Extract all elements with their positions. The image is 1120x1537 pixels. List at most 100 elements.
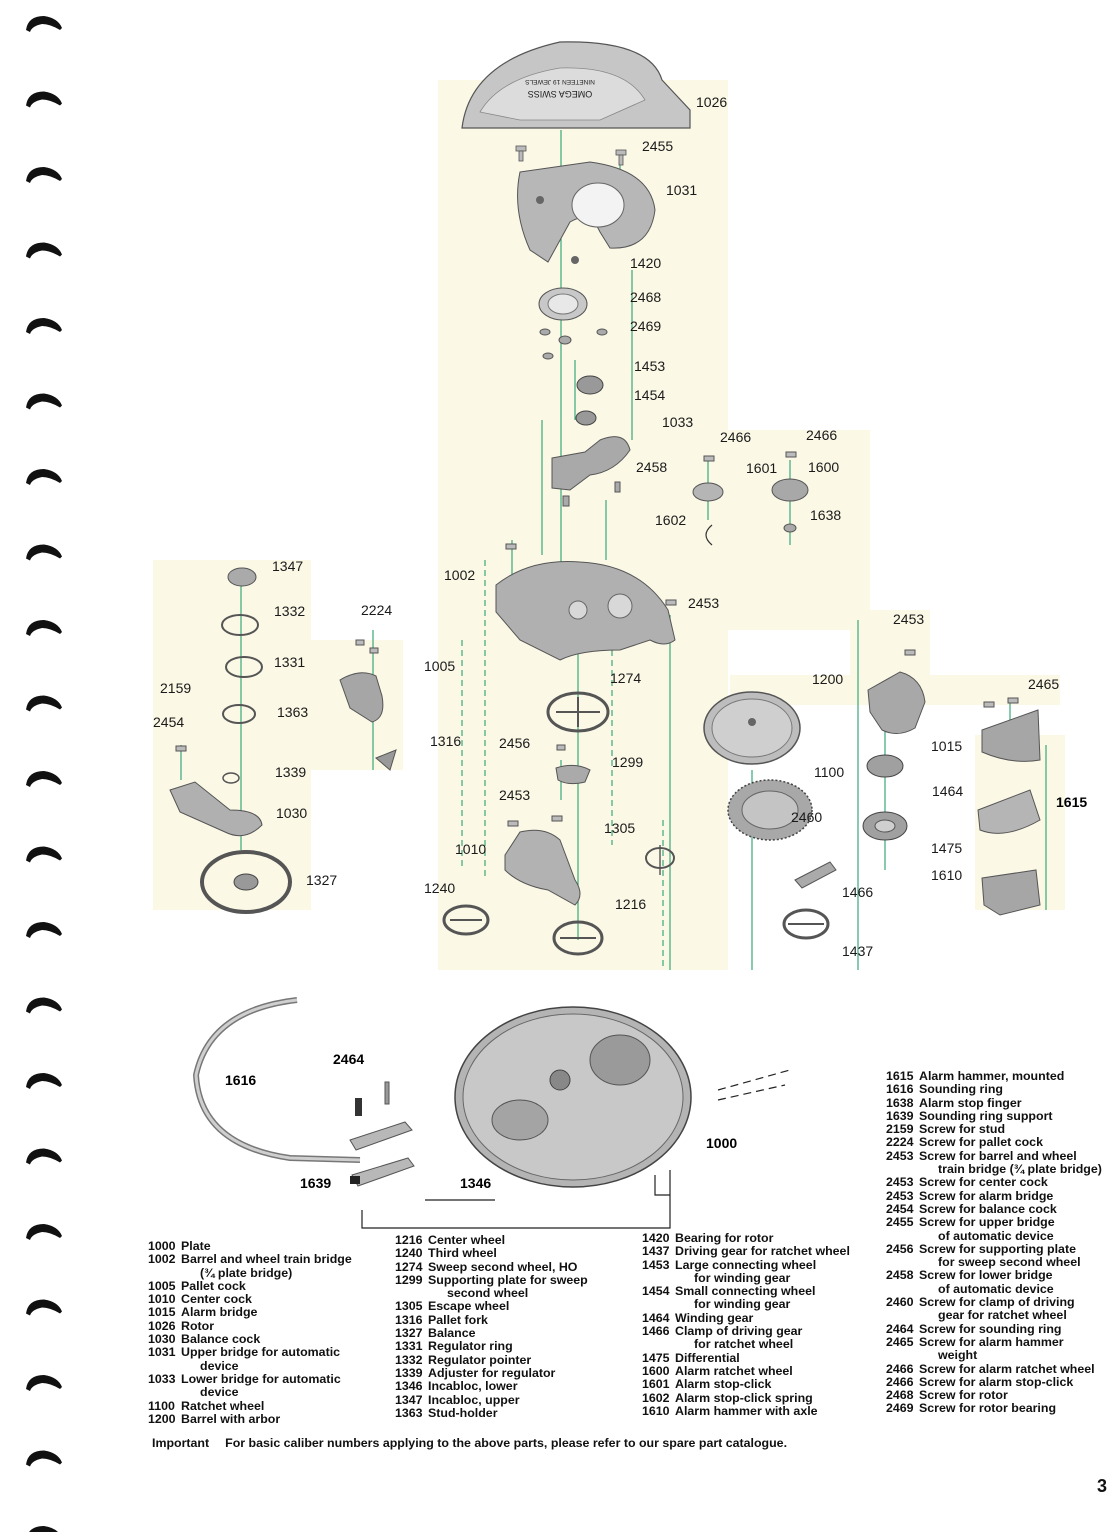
legend-item-number: 1316 — [395, 1312, 423, 1327]
legend-item-number: 1615 — [886, 1069, 914, 1083]
legend-item-number: 1600 — [642, 1363, 670, 1378]
legend-item-number: 1015 — [148, 1305, 176, 1320]
callout-1015: 1015 — [931, 738, 962, 754]
callout-2454: 2454 — [153, 714, 184, 730]
legend-item-number: 1453 — [642, 1257, 670, 1272]
legend-item-name: Screw for balance cock — [919, 1201, 1057, 1216]
movement-parts: OMEGA SWISS NINETEEN 19 JEWELS — [169, 41, 1041, 1229]
legend-item-name: Escape wheel — [428, 1299, 510, 1314]
callout-1437: 1437 — [842, 943, 873, 959]
legend-item-name: Screw for alarm bridge — [919, 1188, 1054, 1203]
legend-item-name: Winding gear — [675, 1310, 754, 1325]
legend-item-number: 1464 — [642, 1310, 670, 1325]
legend-item-name: Screw for pallet cock — [919, 1135, 1043, 1150]
callout-2455: 2455 — [642, 138, 673, 154]
callout-labels: 1026 2455 1031 1420 2468 2469 1453 1454 … — [153, 94, 1087, 1191]
legend-item-name: Regulator ring — [428, 1339, 513, 1354]
binding-hole-icon — [26, 846, 62, 863]
legend-item-number: 1420 — [642, 1231, 670, 1245]
callout-1420: 1420 — [630, 255, 661, 271]
callout-1010: 1010 — [455, 841, 486, 857]
callout-1346: 1346 — [460, 1175, 491, 1191]
legend-item-number: 1002 — [148, 1252, 176, 1267]
callout-1299: 1299 — [612, 754, 643, 770]
callout-1005: 1005 — [424, 658, 455, 674]
legend-item-name: Center wheel — [428, 1233, 506, 1247]
footnote-text: For basic caliber numbers applying to th… — [225, 1436, 788, 1450]
callout-1475: 1475 — [931, 840, 962, 856]
legend-item-number: 2159 — [886, 1122, 914, 1137]
legend-item-name: Barrel and wheel train bridge — [181, 1252, 352, 1267]
legend-item-name: Screw for sounding ring — [919, 1321, 1062, 1336]
legend-item-number: 1346 — [395, 1379, 423, 1394]
legend-item-number: 2453 — [886, 1148, 914, 1163]
legend-item-number: 1030 — [148, 1332, 176, 1347]
legend-item-name: Third wheel — [428, 1246, 497, 1261]
legend-item: 1216 Center wheel — [395, 1233, 588, 1247]
legend-item-name: Sweep second wheel, HO — [428, 1259, 578, 1274]
callout-1363: 1363 — [277, 704, 308, 720]
sounding-ring-part — [192, 997, 361, 1163]
legend-item-number: 1639 — [886, 1108, 914, 1123]
binding-hole-icon — [26, 997, 62, 1014]
legend-item-name: Pallet cock — [181, 1278, 246, 1293]
callout-2224: 2224 — [361, 602, 392, 618]
legend-item-number: 1347 — [395, 1392, 423, 1407]
connecting-wheels-part — [575, 375, 604, 426]
legend-item-name: Incabloc, upper — [428, 1392, 520, 1407]
legend-item-number: 1274 — [395, 1259, 423, 1274]
legend-item-number: 1332 — [395, 1352, 423, 1367]
legend-column-2: 1216 Center wheel 1240 Third wheel 1274 Sweep… — [395, 1233, 588, 1420]
binding-hole-icon — [26, 620, 62, 636]
winding-differential-part — [862, 754, 908, 841]
callout-1033: 1033 — [662, 414, 693, 430]
clamp-driving-gear-part — [782, 861, 837, 940]
binding-hole-icon — [26, 91, 62, 108]
binding-holes-svg — [26, 16, 62, 1537]
legend-item-number: 2466 — [886, 1374, 914, 1389]
binding-hole-icon — [26, 1073, 62, 1089]
legend-item-number: 1475 — [642, 1350, 670, 1365]
sweep-second-wheel-part — [546, 691, 610, 733]
legend-item-number: 1100 — [148, 1398, 175, 1413]
legend-item-number: 1610 — [642, 1403, 670, 1418]
callout-2453-alarm: 2453 — [893, 611, 924, 627]
binding-hole-icon — [26, 167, 62, 183]
callout-1615: 1615 — [1056, 794, 1087, 810]
binding-hole-icon — [26, 242, 62, 259]
legend-item-name: Screw for alarm stop-click — [919, 1374, 1074, 1389]
callout-1100: 1100 — [814, 764, 844, 780]
callout-1600: 1600 — [808, 459, 839, 475]
legend-item-continuation: for winding gear — [694, 1297, 791, 1312]
legend-item-name: Supporting plate for sweep — [428, 1272, 588, 1287]
legend-item-name: Alarm stop-click — [675, 1377, 772, 1392]
legend-item: 1464 Winding gear — [642, 1310, 850, 1325]
binding-hole-icon — [26, 1375, 62, 1391]
callout-1327: 1327 — [306, 872, 337, 888]
legend-item-number: 1240 — [395, 1246, 423, 1261]
legend-item-name: Stud-holder — [428, 1405, 498, 1420]
binding-hole-icon — [26, 1148, 62, 1165]
legend-item-name: Screw for center cock — [919, 1175, 1048, 1190]
legend-item-number: 2469 — [886, 1401, 914, 1416]
legend-item-number: 1216 — [395, 1233, 423, 1247]
legend-item-name: Screw for barrel and wheel — [919, 1148, 1077, 1163]
binding-hole-icon — [26, 922, 62, 938]
legend-item-name: Screw for alarm ratchet wheel — [919, 1361, 1095, 1376]
binding-hole-icon — [26, 16, 62, 32]
